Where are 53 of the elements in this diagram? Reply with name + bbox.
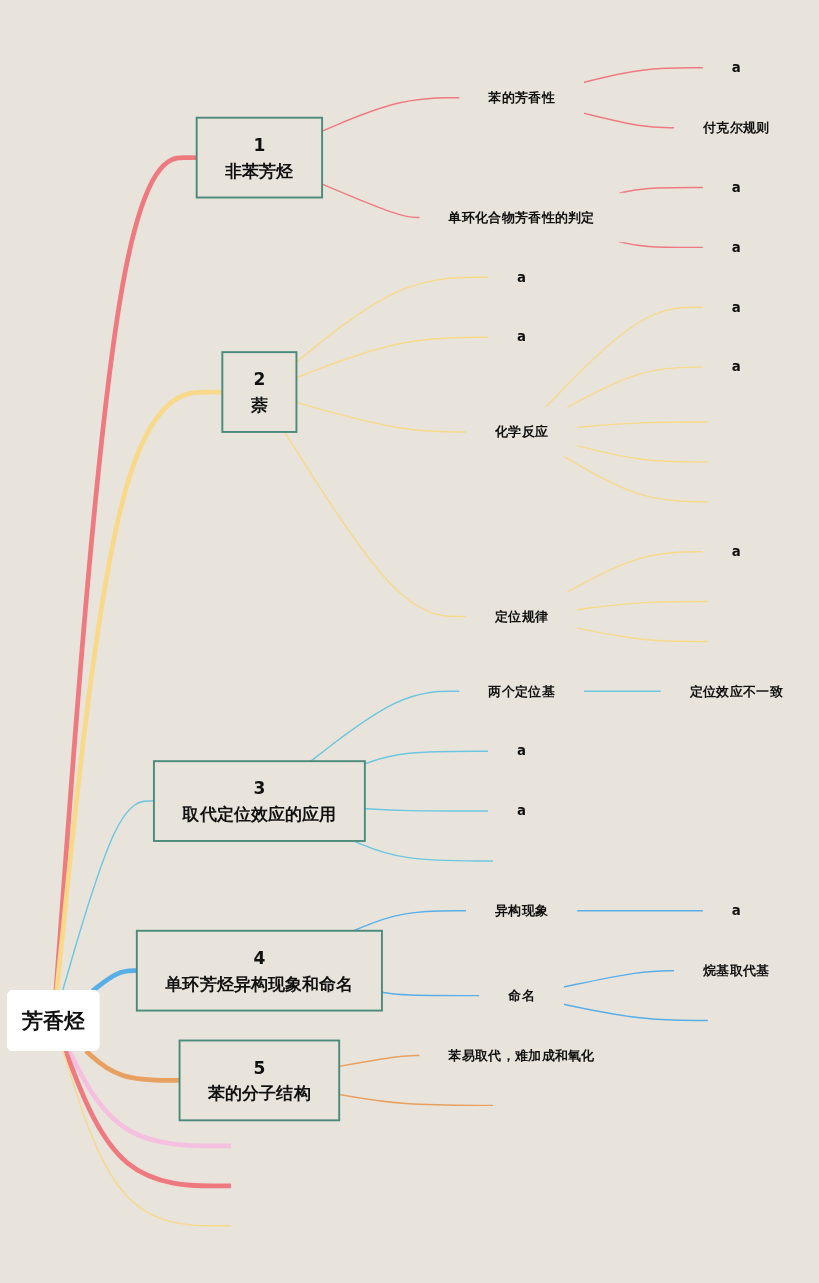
node-text: a bbox=[731, 358, 741, 374]
branch-line bbox=[381, 991, 481, 996]
branch-line bbox=[53, 154, 197, 991]
node-text: a bbox=[731, 298, 741, 315]
branch-line bbox=[67, 1049, 231, 1149]
node-text: 付克尔规则 bbox=[703, 119, 770, 135]
node-box: 5 苯的分子结构 bbox=[178, 1039, 341, 1121]
node-text: a bbox=[517, 268, 527, 285]
branch-line bbox=[582, 690, 662, 692]
node-text: a bbox=[731, 179, 741, 195]
branch-line bbox=[63, 1049, 231, 1188]
node-text: 苯的芳香性 bbox=[488, 89, 555, 105]
branch-line bbox=[364, 807, 490, 812]
branch-line bbox=[576, 600, 709, 611]
node-text: a bbox=[517, 328, 527, 344]
branch-line bbox=[310, 690, 461, 762]
node-text: 定位规律 bbox=[495, 608, 549, 624]
branch-line bbox=[353, 909, 468, 932]
node-text: 命名 bbox=[508, 987, 535, 1003]
branch-line bbox=[562, 1003, 709, 1021]
branch-line bbox=[353, 839, 494, 862]
node-text: 异构现象 bbox=[495, 902, 549, 918]
node-box: 4 单环芳烃异构现象和命名 bbox=[135, 929, 383, 1012]
node-box: 3 取代定位效应的应用 bbox=[152, 759, 366, 842]
node-text: a bbox=[731, 902, 741, 918]
node-text: a bbox=[731, 59, 741, 75]
branch-line bbox=[62, 1049, 232, 1227]
node-text: a bbox=[517, 742, 527, 759]
node-box: 1 非苯芳烃 bbox=[195, 116, 324, 199]
branch-line bbox=[54, 389, 223, 992]
branch-line bbox=[566, 366, 705, 409]
node-text: 两个定位基 bbox=[488, 682, 555, 699]
branch-line bbox=[562, 455, 709, 503]
node-box: 2 萘 bbox=[221, 350, 298, 433]
branch-line bbox=[364, 750, 490, 765]
node-text: 苯易取代，难加成和氧化 bbox=[448, 1047, 595, 1063]
branch-line bbox=[544, 306, 705, 409]
node-text: 单环化合物芳香性的判定 bbox=[448, 209, 595, 225]
branch-line bbox=[576, 626, 709, 642]
branch-line bbox=[576, 420, 709, 428]
branch-line bbox=[562, 969, 676, 988]
node-text: a bbox=[517, 802, 527, 818]
branch-line bbox=[576, 909, 705, 912]
branch-line bbox=[90, 968, 137, 993]
node-text: 定位效应不一致 bbox=[689, 682, 783, 699]
node-text: a bbox=[731, 543, 741, 559]
node-text: 烷基取代基 bbox=[703, 962, 770, 978]
node-text: 化学反应 bbox=[495, 423, 549, 439]
branch-line bbox=[283, 430, 468, 617]
node-text: a bbox=[731, 239, 741, 255]
branch-line bbox=[582, 112, 676, 129]
branch-line bbox=[576, 444, 709, 463]
branch-line bbox=[582, 66, 705, 83]
